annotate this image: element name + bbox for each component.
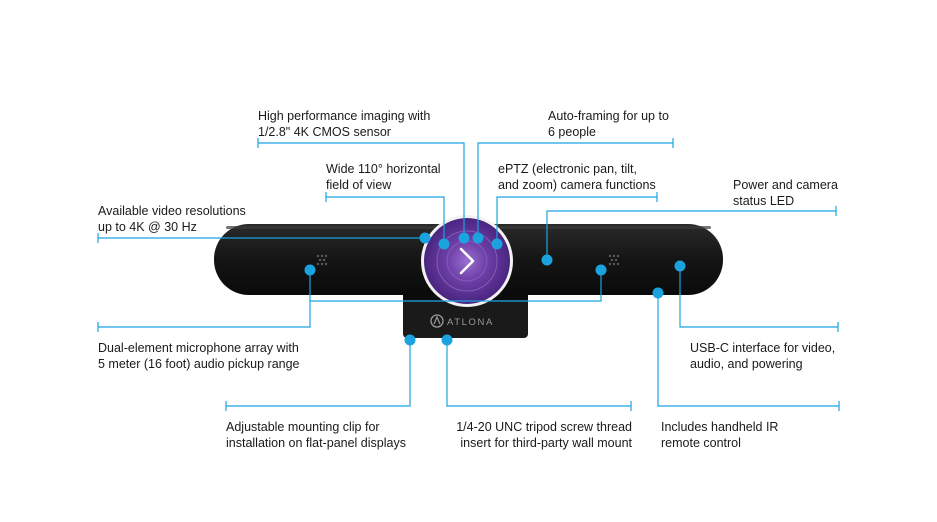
callout-tripod: 1/4-20 UNC tripod screw thread insert fo… (440, 419, 632, 451)
dot-clip (404, 334, 416, 346)
leader-fov (326, 196, 445, 243)
leader-mic (98, 270, 311, 328)
dot-ir (652, 287, 664, 299)
callout-imaging: High performance imaging with 1/2.8" 4K … (258, 108, 430, 140)
callout-fov-line-1: Wide 110° horizontal (326, 162, 441, 176)
leader-usbc (679, 266, 838, 328)
leader-imaging (258, 142, 465, 237)
callout-tripod-line-2: insert for third-party wall mount (460, 436, 632, 450)
leader-led (546, 210, 836, 259)
dot-eptz (491, 238, 503, 250)
dot-resolution (419, 232, 431, 244)
callout-autoframing-line-2: 6 people (548, 125, 596, 139)
callout-clip-line-2: installation on flat-panel displays (226, 436, 406, 450)
callout-eptz-line-2: and zoom) camera functions (498, 178, 656, 192)
mic-grill-right-icon (608, 254, 620, 266)
callout-tripod-line-1: 1/4-20 UNC tripod screw thread (456, 420, 632, 434)
dot-led (541, 254, 553, 266)
callout-autoframing-line-1: Auto-framing for up to (548, 109, 669, 123)
leader-ir (657, 293, 839, 407)
callout-eptz-line-1: ePTZ (electronic pan, tilt, (498, 162, 637, 176)
brand-logo-text: ATLONA (447, 317, 494, 328)
leader-lines (97, 138, 840, 411)
callout-clip: Adjustable mounting clip for installatio… (226, 419, 406, 451)
chevron-right-icon (459, 247, 475, 275)
dot-imaging (458, 232, 470, 244)
callout-mic-line-2: 5 meter (16 foot) audio pickup range (98, 357, 300, 371)
callout-ir-line-1: Includes handheld IR (661, 420, 779, 434)
lens-inner-ring (436, 230, 498, 292)
leader-tripod (446, 340, 631, 407)
leader-mic-right (310, 270, 602, 302)
dot-fov (438, 238, 450, 250)
leader-clip (226, 340, 411, 407)
callout-ir-line-2: remote control (661, 436, 741, 450)
callout-ir: Includes handheld IR remote control (661, 419, 778, 451)
callout-imaging-line-2: 1/2.8" 4K CMOS sensor (258, 125, 391, 139)
dot-usbc (674, 260, 686, 272)
callout-fov: Wide 110° horizontal field of view (326, 161, 441, 193)
callout-usbc-line-2: audio, and powering (690, 357, 803, 371)
callout-eptz: ePTZ (electronic pan, tilt, and zoom) ca… (498, 161, 656, 193)
dot-autoframing (472, 232, 484, 244)
callout-led-line-1: Power and camera (733, 178, 838, 192)
dot-tripod (441, 334, 453, 346)
callout-clip-line-1: Adjustable mounting clip for (226, 420, 380, 434)
leader-eptz (496, 196, 657, 243)
callout-mic: Dual-element microphone array with 5 met… (98, 340, 300, 372)
callout-autoframing: Auto-framing for up to 6 people (548, 108, 669, 140)
callout-resolution-line-1: Available video resolutions (98, 204, 246, 218)
callout-imaging-line-1: High performance imaging with (258, 109, 431, 123)
dot-mic-left (304, 264, 316, 276)
dot-mic-right (595, 264, 607, 276)
callout-fov-line-2: field of view (326, 178, 392, 192)
callout-mic-line-1: Dual-element microphone array with (98, 341, 299, 355)
callout-resolution-line-2: up to 4K @ 30 Hz (98, 220, 197, 234)
callout-led-line-2: status LED (733, 194, 795, 208)
leader-autoframing (477, 142, 673, 237)
atlona-logo-icon (430, 314, 444, 328)
callout-usbc: USB-C interface for video, audio, and po… (690, 340, 835, 372)
callout-dots (304, 232, 686, 346)
mic-grill-left-icon (316, 254, 328, 266)
callout-usbc-line-1: USB-C interface for video, (690, 341, 836, 355)
callout-resolution: Available video resolutions up to 4K @ 3… (98, 203, 246, 235)
callout-led: Power and camera status LED (733, 177, 838, 209)
